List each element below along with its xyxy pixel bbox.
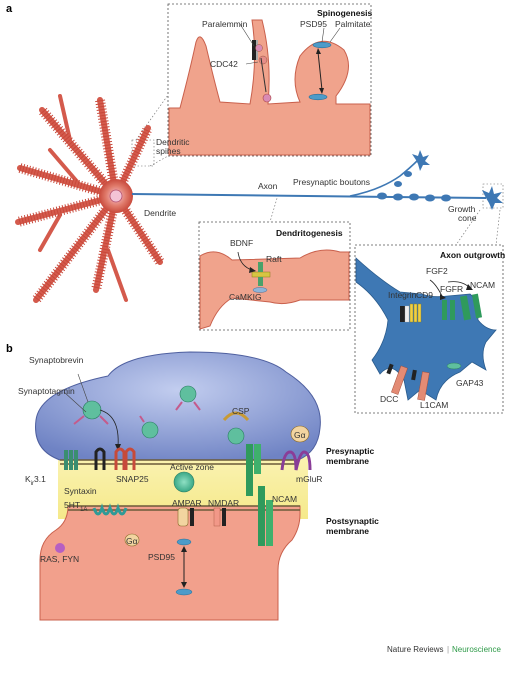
psd95-label: PSD95 <box>148 552 175 562</box>
ras-fyn-label: RAS, FYN <box>40 554 79 564</box>
csp-label: CSP <box>232 406 250 416</box>
journal-section: Neuroscience <box>452 645 501 654</box>
dendritogenesis-inset: Dendritogenesis BDNF Raft CaMKIG <box>198 221 351 331</box>
dendritogenesis-title: Dendritogenesis <box>276 228 343 238</box>
dendritic-spines-label-2: spines <box>156 146 181 156</box>
ncam-label: NCAM <box>272 494 297 504</box>
neuron: Dendritic spines Dendrite Axon Presynapt… <box>15 94 503 304</box>
camkig-label: CaMKIG <box>229 292 262 302</box>
fgfr-label: FGFR <box>440 284 463 294</box>
fgf2-label: FGF2 <box>426 266 448 276</box>
palmitate-label: Palmitate <box>335 19 371 29</box>
dcc-label: DCC <box>380 394 398 404</box>
g-alpha-pre-label: Gα <box>294 430 306 440</box>
panel-a-letter: a <box>6 3 13 15</box>
spinogenesis-inset: Spinogenesis Paralemmin CDC42 PSD95 Palm… <box>167 3 373 157</box>
cdc42-label: CDC42 <box>210 59 238 69</box>
spinogenesis-title: Spinogenesis <box>317 8 373 18</box>
l1cam-label: L1CAM <box>420 400 448 410</box>
synapse: Synaptobrevin Synaptotagmin CSP Gα Kir3.… <box>18 351 379 621</box>
footer-separator: | <box>447 645 449 654</box>
bdnf-label: BDNF <box>230 238 253 248</box>
dendrite-label: Dendrite <box>144 208 176 218</box>
axon-label: Axon <box>258 181 278 191</box>
5ht1a-label: 5HT1A <box>64 500 87 513</box>
growth-cone-label-1: Growth <box>448 204 476 214</box>
syntaxin-label: Syntaxin <box>64 486 97 496</box>
journal-name: Nature Reviews <box>387 645 443 654</box>
ampar-label: AMPAR <box>172 498 202 508</box>
synaptic-vesicles <box>73 385 250 493</box>
active-zone-label: Active zone <box>170 462 214 472</box>
membrane-proteins <box>55 425 312 596</box>
raft-label: Raft <box>266 254 282 264</box>
mglur-label: mGluR <box>296 474 322 484</box>
dendritic-spines-label-1: Dendritic <box>156 137 190 147</box>
presynaptic-membrane-label-1: Presynaptic <box>326 446 374 456</box>
synaptotagmin-label: Synaptotagmin <box>18 386 75 396</box>
postsynaptic-terminal <box>39 505 301 621</box>
growth-cone-zoom-box <box>482 183 504 209</box>
journal-footer: Nature Reviews | Neuroscience <box>387 645 501 654</box>
integrin-label: Integrin <box>388 290 417 300</box>
snap25-label: SNAP25 <box>116 474 149 484</box>
growth-cone-label-2: cone <box>458 213 477 223</box>
psd95-spine-label: PSD95 <box>300 19 327 29</box>
axon-outgrowth-title: Axon outgrowth <box>440 250 505 260</box>
gap43-label: GAP43 <box>456 378 484 388</box>
cd9-label: CD9 <box>416 290 433 300</box>
ncam-outgrowth-label: NCAM <box>470 280 495 290</box>
nmdar-label: NMDAR <box>208 498 239 508</box>
synaptobrevin-label: Synaptobrevin <box>29 355 84 365</box>
paralemmin-label: Paralemmin <box>202 19 248 29</box>
inset-connectors <box>135 94 501 246</box>
kir-label: Kir3.1 <box>25 474 46 487</box>
presynaptic-boutons-label: Presynaptic boutons <box>293 177 370 187</box>
presynaptic-membrane-label-2: membrane <box>326 456 369 466</box>
postsynaptic-membrane-label-2: membrane <box>326 526 369 536</box>
g-alpha-post-label: Gα <box>126 536 138 546</box>
postsynaptic-membrane-label-1: Postsynaptic <box>326 516 379 526</box>
panel-b-letter: b <box>6 343 13 355</box>
axon-outgrowth-inset: Axon outgrowth FGF2 Integrin CD9 FGFR NC… <box>354 244 505 414</box>
